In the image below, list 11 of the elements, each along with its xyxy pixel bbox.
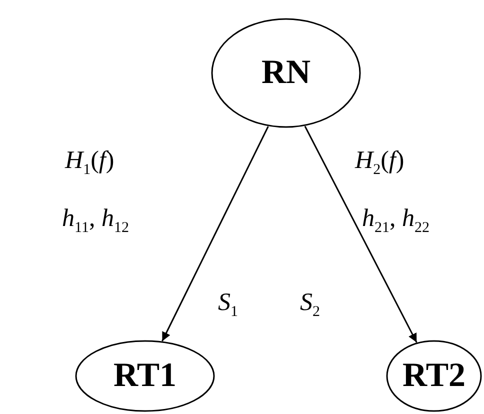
node-label: RN [261,54,311,92]
math-label: S$_{1}$ [218,290,238,320]
arrow [162,126,269,342]
arrow [304,126,418,343]
math-label: H$_{1}$(f) [65,148,114,178]
node-label: RT2 [402,357,466,395]
math-label: H$_{2}$(f) [355,148,404,178]
math-label: S$_{2}$ [300,290,320,320]
math-label: h$_{11}$, h$_{12}$ [62,206,129,236]
math-label: h$_{21}$, h$_{22}$ [362,206,430,236]
node-label: RT1 [113,357,177,395]
